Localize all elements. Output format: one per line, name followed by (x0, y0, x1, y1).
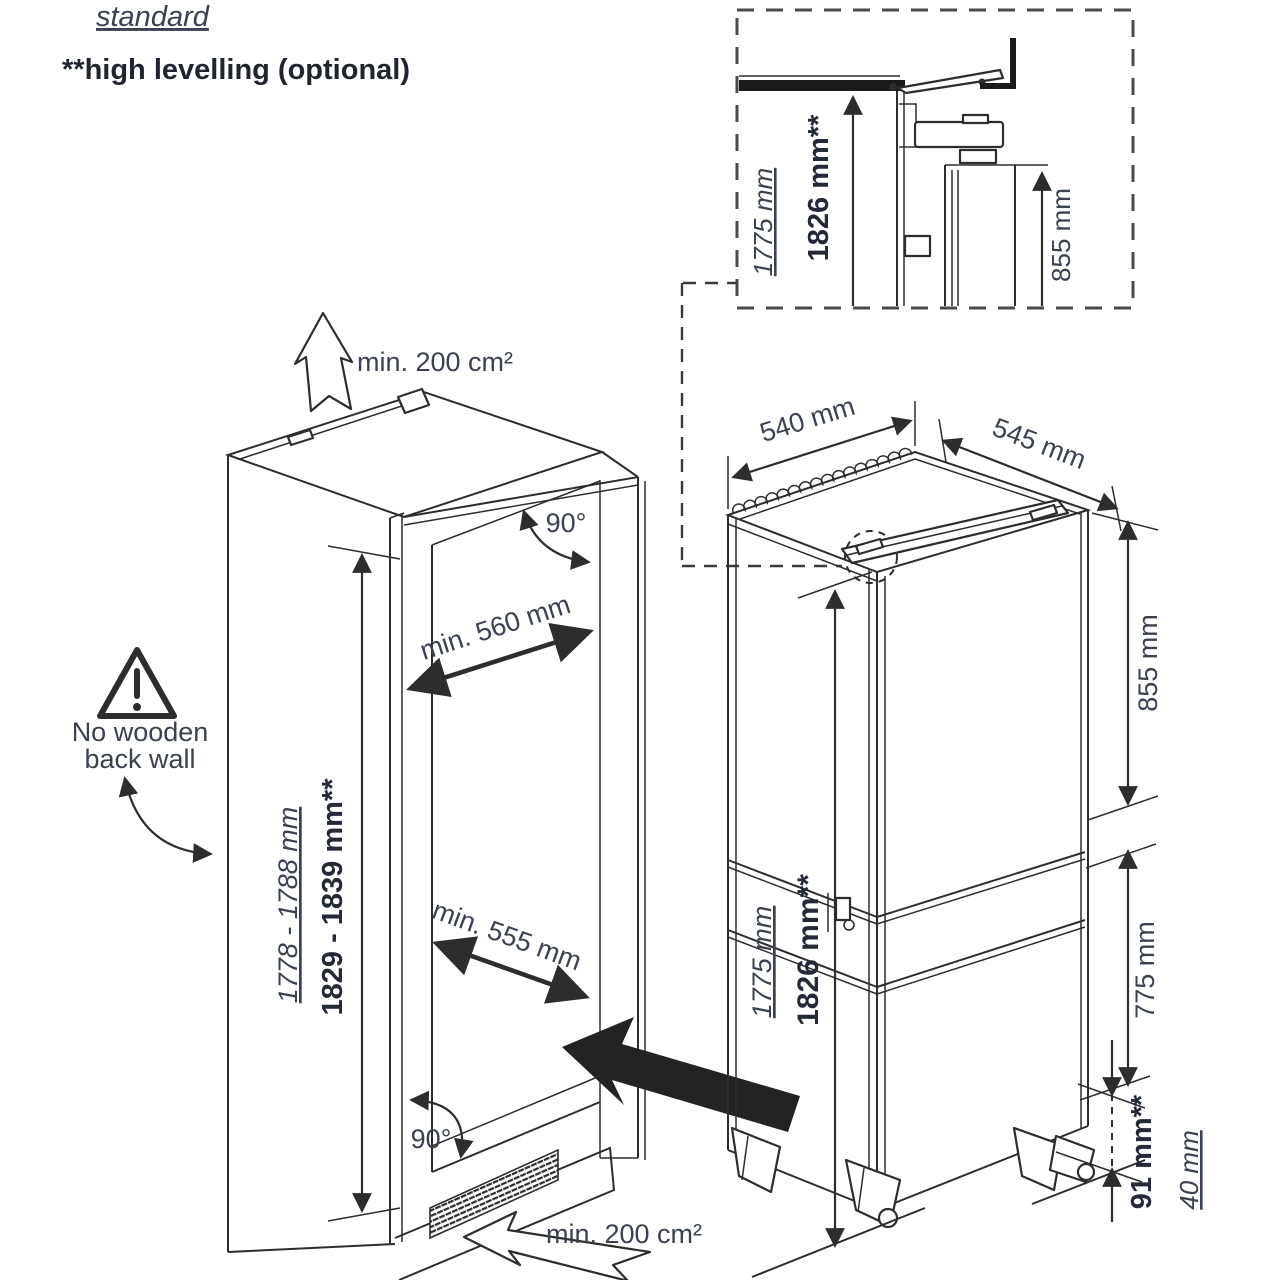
appliance-height-standard-label: 1775 mm (747, 906, 777, 1019)
angle-top-label: 90° (546, 508, 587, 538)
cabinet-drawing: No wooden back wall min. 200 cm² min. 20… (72, 311, 800, 1280)
angle-bottom-arc (409, 1090, 474, 1159)
standard-title: standard (96, 1, 210, 33)
appliance-outline (725, 447, 1146, 1278)
depth-top-dim-line (406, 622, 594, 698)
depth-top-label: min. 560 mm (416, 589, 574, 666)
vent-arrow-top-icon (293, 311, 354, 413)
depth-bottom-label: min. 555 mm (429, 895, 586, 977)
insert-direction-arrow-icon (562, 1017, 800, 1132)
upper-height-label: 855 mm (1133, 614, 1163, 712)
warning-pointer-arrow (118, 776, 213, 863)
ventilation-grille (429, 1148, 559, 1240)
vent-bottom-label: min. 200 cm² (546, 1219, 702, 1249)
foot-height-high-label: 91 mm** (1126, 1094, 1158, 1209)
foot-height-standard-label: 40 mm (1174, 1130, 1204, 1209)
angle-top-arc (519, 509, 591, 570)
inset-standard-height-label: 1775 mm (748, 168, 778, 276)
warning-text-line1: No wooden (72, 717, 209, 747)
appliance-drawing: 540 mm 545 mm 855 mm 775 mm 1775 mm 1826… (725, 391, 1204, 1278)
depth-dim-line (941, 437, 1119, 512)
cabinet-height-standard-label: 1778 - 1788 mm (273, 807, 303, 1004)
cabinet-dimensions: 1778 - 1788 mm 1829 - 1839 mm** min. 560… (273, 508, 594, 1222)
appliance-dimensions: 540 mm 545 mm 855 mm 775 mm 1775 mm 1826… (727, 391, 1204, 1248)
warning-text-line2: back wall (84, 744, 195, 774)
hinge-detail-circle (844, 530, 898, 584)
lower-height-label: 775 mm (1130, 921, 1160, 1019)
appliance-feet (730, 1126, 1096, 1229)
width-dim-line (731, 416, 913, 482)
vent-top-label: min. 200 cm² (357, 347, 513, 377)
vent-arrow-bottom-icon (462, 1210, 652, 1280)
vent-arrows: min. 200 cm² min. 200 cm² (293, 311, 702, 1280)
inset-high-height-label: 1826 mm** (803, 114, 835, 261)
width-label: 540 mm (756, 391, 858, 448)
inset-leader (680, 281, 898, 584)
high-levelling-title: **high levelling (optional) (62, 54, 410, 86)
inset-hinge-height-label: 855 mm (1046, 188, 1076, 282)
angle-bottom-label: 90° (411, 1124, 452, 1154)
detail-inset: 1775 mm 1826 mm** 855 mm (735, 8, 1135, 310)
appliance-height-high-label: 1826 mm** (792, 874, 825, 1026)
depth-label: 545 mm (988, 412, 1090, 475)
cabinet-height-high-label: 1829 - 1839 mm** (317, 778, 349, 1016)
header: standard **high levelling (optional) (62, 1, 410, 86)
warning-sign: No wooden back wall (72, 647, 213, 863)
inset-cross-section-drawing (739, 38, 1052, 306)
depth-bottom-dim-line (432, 936, 590, 1004)
